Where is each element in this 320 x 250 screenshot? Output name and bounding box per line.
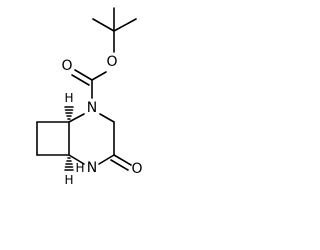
- hashed-wedge-bottom: [64, 157, 74, 171]
- hashed-wedge-top: [64, 106, 74, 120]
- carbonyl-oxygen-label: O: [61, 58, 72, 74]
- bond-co-nh: [98, 154, 115, 165]
- ester-oxygen-label: O: [106, 54, 117, 70]
- lactam-nitrogen-h-label: H: [75, 161, 84, 175]
- lactam-nitrogen-label: N: [87, 160, 97, 176]
- stereo-h-top-label: H: [64, 91, 73, 105]
- bond-tbu-left: [92, 18, 115, 32]
- ketone-oxygen-label: O: [131, 161, 142, 177]
- structure-canvas: O O N N H O H H: [0, 0, 156, 250]
- stereo-h-bottom-label: H: [64, 173, 73, 187]
- bond-carbonyl-o-2: [71, 74, 90, 86]
- bond-ca-n: [68, 113, 85, 123]
- bond-carbonyl-o-1: [74, 69, 93, 81]
- bond-tbu-right: [113, 18, 137, 32]
- molecule-structure: O O N N H O H H: [36, 7, 143, 187]
- bond-ketone-o-2: [110, 159, 129, 171]
- bond-n-ch2: [99, 113, 115, 123]
- bond-nh-cb: [68, 154, 85, 165]
- bond-ketone-o-1: [113, 154, 132, 166]
- bond-ester-o-carbonyl: [91, 71, 107, 81]
- boc-nitrogen-label: N: [87, 100, 97, 116]
